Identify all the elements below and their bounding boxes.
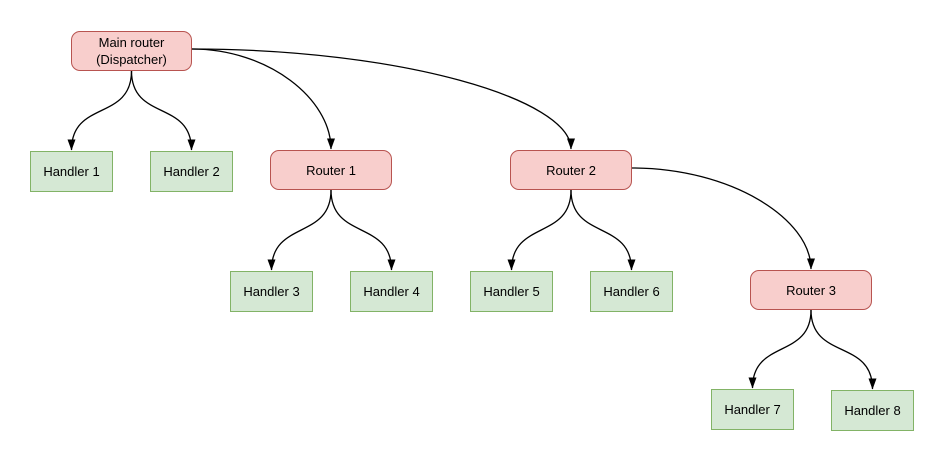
edge-main-router-to-router-2 (191, 48, 575, 150)
node-label: Router 2 (546, 162, 596, 178)
node-label: Handler 2 (163, 164, 220, 179)
node-label: Handler 1 (43, 164, 100, 179)
node-label: Main router (98, 35, 165, 50)
edge-router-1-to-handler-3 (267, 189, 332, 271)
node-label: Handler 6 (603, 284, 660, 299)
node-label: Handler 5 (483, 284, 540, 299)
node-label: Handler 3 (243, 284, 300, 299)
node-main-router: Main router (Dispatcher) (71, 31, 192, 71)
edge-group (67, 48, 877, 390)
node-label: Router 3 (786, 282, 836, 298)
edge-router-2-to-router-3 (631, 167, 815, 270)
node-handler-4: Handler 4 (350, 271, 433, 312)
edge-main-router-to-router-1 (191, 48, 335, 150)
node-label: Handler 8 (844, 403, 901, 418)
node-handler-7: Handler 7 (711, 389, 794, 430)
node-label: Handler 7 (724, 402, 781, 417)
edge-router-1-to-handler-4 (330, 189, 396, 271)
node-handler-6: Handler 6 (590, 271, 673, 312)
edge-main-router-to-handler-2 (130, 70, 196, 151)
node-handler-3: Handler 3 (230, 271, 313, 312)
edge-router-3-to-handler-8 (810, 309, 877, 390)
node-router-1: Router 1 (270, 150, 392, 190)
node-label: (Dispatcher) (96, 52, 167, 67)
node-router-2: Router 2 (510, 150, 632, 190)
node-router-3: Router 3 (750, 270, 872, 310)
node-handler-5: Handler 5 (470, 271, 553, 312)
edge-router-2-to-handler-5 (507, 189, 572, 271)
node-handler-1: Handler 1 (30, 151, 113, 192)
node-handler-2: Handler 2 (150, 151, 233, 192)
node-label: Router 1 (306, 162, 356, 178)
edge-router-3-to-handler-7 (748, 309, 812, 389)
edge-main-router-to-handler-1 (67, 70, 133, 151)
node-label: Handler 4 (363, 284, 420, 299)
edge-router-2-to-handler-6 (570, 189, 636, 271)
node-handler-8: Handler 8 (831, 390, 914, 431)
